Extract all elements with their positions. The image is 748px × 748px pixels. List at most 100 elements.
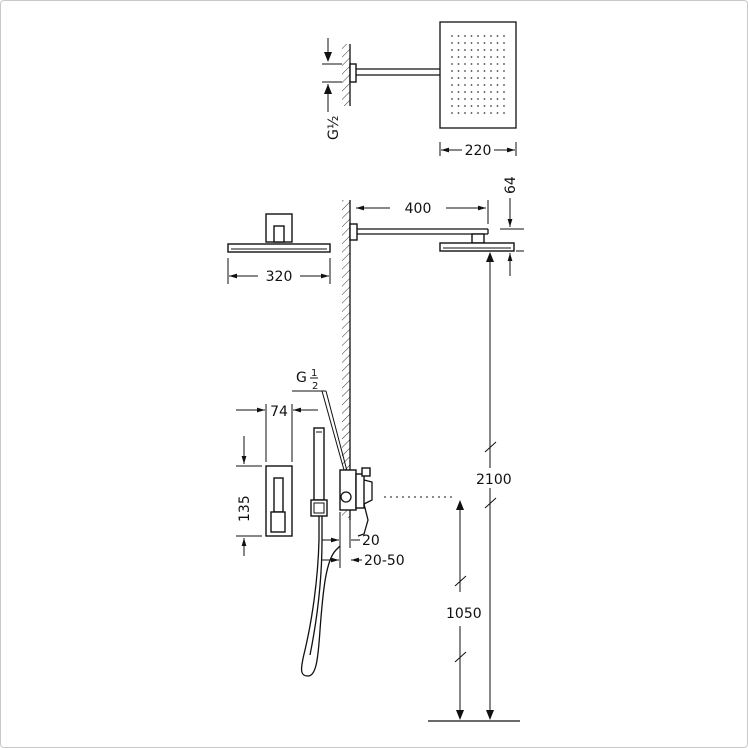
nozzle-dot (451, 98, 453, 100)
nozzle-dot (483, 84, 486, 86)
nozzle-dot (483, 112, 486, 114)
g-fraction-den: 2 (312, 381, 318, 392)
trim-handle-upper (273, 477, 284, 513)
nozzle-dot (496, 35, 499, 37)
dim-1050-label: 1050 (446, 606, 482, 622)
nozzle-dot (451, 56, 453, 58)
dim1050-arrow-top (456, 500, 464, 510)
square-head-front (439, 21, 517, 129)
nozzle-dot (503, 49, 505, 51)
nozzle-dot (503, 42, 505, 44)
nozzle-dot (503, 112, 505, 114)
nozzle-dot (477, 35, 479, 37)
handshower-holder (310, 499, 328, 517)
nozzle-dot (457, 91, 460, 93)
nozzle-dot (470, 42, 473, 44)
nozzle-dot (451, 105, 453, 107)
nozzle-dot (477, 98, 479, 100)
nozzle-dot (470, 49, 473, 51)
top-view: G½ 220 (322, 21, 517, 159)
nozzle-dot (496, 63, 499, 65)
nozzle-dot (503, 35, 505, 37)
nozzle-dot (477, 84, 479, 86)
nozzle-dot (496, 105, 499, 107)
dim-320-label: 320 (266, 269, 293, 285)
nozzle-dot (451, 91, 453, 93)
nozzle-dot (457, 77, 460, 79)
dim-64-label: 64 (503, 176, 519, 194)
nozzle-dot (496, 84, 499, 86)
nozzle-dot (451, 70, 453, 72)
handshower-body (313, 427, 325, 501)
dim-20-50-label: 20-50 (364, 553, 405, 569)
nozzle-dot (470, 112, 473, 114)
nozzle-dot (470, 70, 473, 72)
dim2100-arrow-top (486, 252, 494, 262)
g-fraction-num: 1 (311, 368, 317, 379)
nozzle-dot (503, 63, 505, 65)
dim-20-label: 20 (362, 533, 380, 549)
dim-220-label: 220 (465, 143, 492, 159)
side-wall-hatch (342, 200, 350, 518)
nozzle-dot (451, 35, 453, 37)
nozzle-dot (483, 63, 486, 65)
nozzle-dot (464, 105, 466, 107)
g-half-top-label: G½ (326, 116, 342, 140)
nozzle-dot (477, 112, 479, 114)
nozzle-dot (483, 105, 486, 107)
nozzle-dot (457, 63, 460, 65)
nozzle-dot (483, 42, 486, 44)
nozzle-dot (451, 77, 453, 79)
nozzle-dot (490, 84, 492, 86)
nozzle-dot (490, 35, 492, 37)
nozzle-dot (470, 63, 473, 65)
nozzle-dot (496, 49, 499, 51)
side-head-profile (439, 242, 515, 252)
side-arm-flange (349, 223, 358, 241)
nozzle-dot (503, 84, 505, 86)
valve-body (339, 469, 357, 511)
top-wall-flange (349, 63, 357, 83)
nozzle-dot (457, 84, 460, 86)
shower-hose (300, 516, 341, 677)
nozzle-dot (451, 63, 453, 65)
nozzle-dot (503, 105, 505, 107)
nozzle-dot (490, 105, 492, 107)
dim-74-label: 74 (270, 404, 288, 420)
nozzle-dot (451, 112, 453, 114)
trim-handle-lower (270, 511, 286, 533)
nozzle-dot (490, 91, 492, 93)
nozzle-dot (464, 98, 466, 100)
dim2100-break-lower (484, 497, 497, 509)
nozzle-dot (464, 56, 466, 58)
nozzle-dot (464, 77, 466, 79)
top-wall-hatch (342, 44, 350, 106)
nozzle-dot (457, 112, 460, 114)
nozzle-dot (477, 70, 479, 72)
side-head-connector (471, 233, 485, 244)
nozzle-dot (490, 49, 492, 51)
nozzle-dot (503, 77, 505, 79)
dim-400-label: 400 (405, 201, 432, 217)
nozzle-dot (457, 49, 460, 51)
dim-135-label: 135 (237, 495, 253, 522)
nozzle-dot (464, 35, 466, 37)
nozzle-dot (503, 56, 505, 58)
valve-plate (355, 473, 365, 509)
nozzle-dot (470, 91, 473, 93)
nozzle-dot (503, 70, 505, 72)
nozzle-dot (477, 42, 479, 44)
nozzle-dot (470, 105, 473, 107)
nozzle-dot (483, 56, 486, 58)
nozzle-dot (477, 91, 479, 93)
nozzle-dot (477, 105, 479, 107)
front-connector-inner (273, 225, 285, 243)
nozzle-dot (477, 77, 479, 79)
nozzle-dot (457, 98, 460, 100)
nozzle-dot (451, 84, 453, 86)
nozzle-dot (490, 63, 492, 65)
nozzle-dot (483, 77, 486, 79)
nozzle-dot (483, 91, 486, 93)
nozzle-dot (490, 56, 492, 58)
